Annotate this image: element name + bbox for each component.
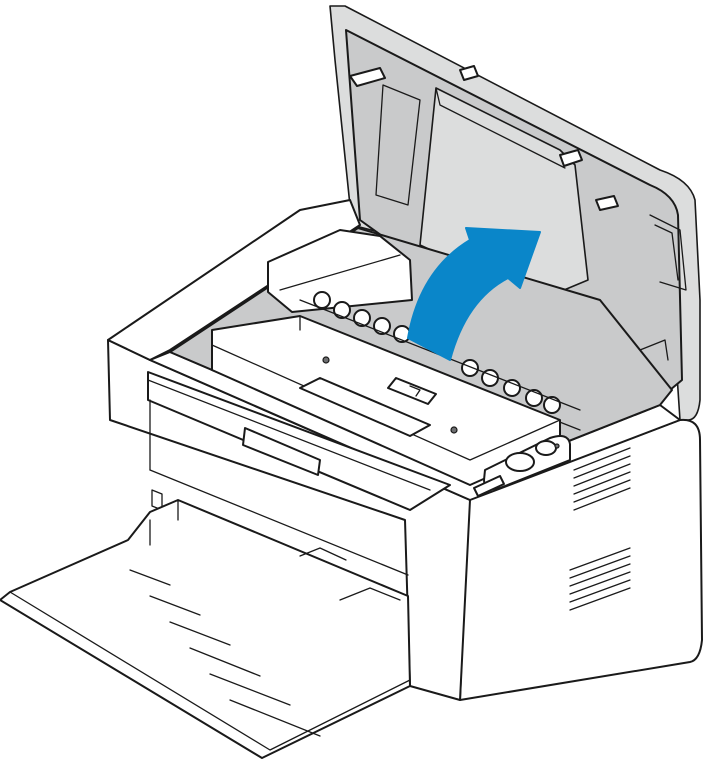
internal-mechanism (211, 229, 581, 497)
side-vents-upper (573, 447, 631, 511)
side-vents-lower (569, 547, 631, 611)
paper-tray (0, 499, 411, 759)
rollers-right (461, 359, 561, 414)
lift-cover-arrow (407, 227, 541, 361)
